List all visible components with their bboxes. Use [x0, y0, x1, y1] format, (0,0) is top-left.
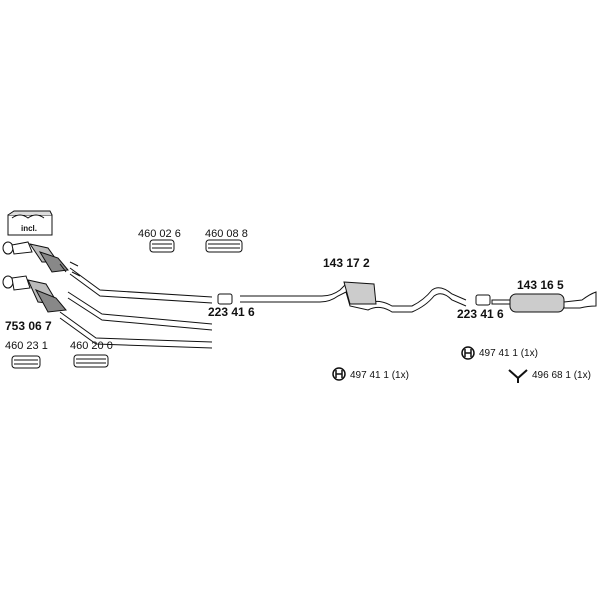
upper-catalyst [2, 241, 69, 273]
front-pipe-lower [59, 311, 213, 349]
y-hanger-icon [508, 369, 528, 383]
part-label-496681: 496 68 1 (1x) [532, 370, 591, 381]
part-label-753067: 753 06 7 [5, 319, 52, 333]
kit-box-icon [7, 210, 53, 236]
rear-silencer [491, 291, 597, 313]
kit-label: incl. [21, 224, 37, 233]
front-pipe-middle [67, 291, 213, 331]
middle-silencer [240, 281, 467, 313]
part-label-497411-b: 497 41 1 (1x) [479, 348, 538, 359]
rubber-mount-icon [332, 346, 475, 381]
part-label-143165: 143 16 5 [517, 278, 564, 292]
part-label-223416-rear: 223 41 6 [457, 307, 504, 321]
part-label-460026: 460 02 6 [138, 228, 181, 240]
part-label-143172: 143 17 2 [323, 256, 370, 270]
part-label-497411-a: 497 41 1 (1x) [350, 370, 409, 381]
front-pipe-upper [69, 261, 213, 304]
part-label-223416-front: 223 41 6 [208, 305, 255, 319]
part-label-460088: 460 08 8 [205, 228, 248, 240]
part-label-460231: 460 23 1 [5, 340, 48, 352]
part-label-460200: 460 20 0 [70, 340, 113, 352]
lower-catalyst [2, 275, 67, 313]
clamp-icon [11, 239, 491, 369]
